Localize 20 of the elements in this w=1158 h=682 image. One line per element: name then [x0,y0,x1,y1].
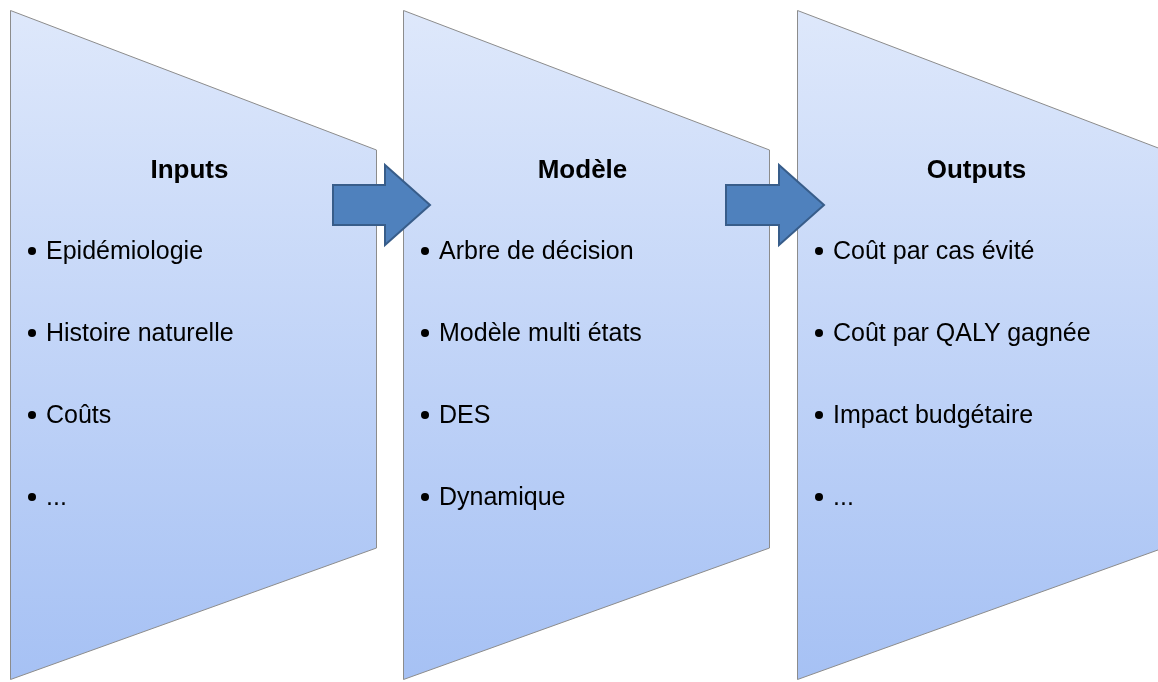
bullet-text: Arbre de décision [439,235,634,266]
bullet-text: Histoire naturelle [46,317,234,348]
bullet-text: Epidémiologie [46,235,204,266]
panel-heading: Outputs [925,153,1028,186]
bullet-text: Modèle multi états [439,317,642,348]
trapezoid-panel [10,10,377,680]
block-arrow [332,162,432,248]
bullet-text: Coûts [46,399,112,430]
bullet-text: DES [439,399,491,430]
block-arrow [725,162,826,248]
bullet-text: Coût par QALY gagnée [833,317,1091,348]
trapezoid-panel [797,10,1158,680]
panel-heading: Modèle [536,153,629,186]
bullet-text: ... [833,481,854,512]
panel-heading: Inputs [149,153,230,186]
trapezoid-panel [403,10,770,680]
bullet-text: Dynamique [439,481,566,512]
bullet-text: Impact budgétaire [833,399,1034,430]
bullet-text: Coût par cas évité [833,235,1035,266]
bullet-text: ... [46,481,67,512]
